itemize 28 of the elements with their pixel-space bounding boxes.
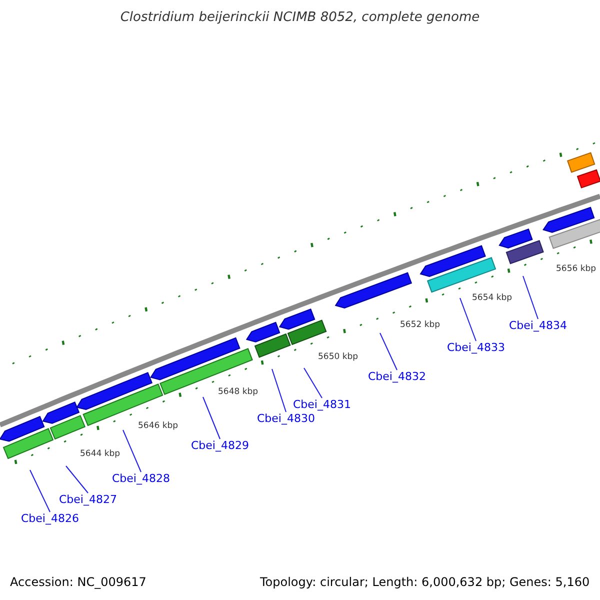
- position-label: 5646 kbp: [138, 422, 178, 430]
- gene-label: Cbei_4832: [368, 371, 426, 382]
- title: Clostridium beijerinckii NCIMB 8052, complete genome: [119, 10, 481, 25]
- leader-line: [272, 368, 286, 412]
- leader-line: [202, 396, 220, 440]
- leader-line: [522, 276, 538, 320]
- footer-text: Topology: circular; Length: 6,000,632 bp; Genes: 5,160: [260, 576, 590, 588]
- gene-label: Cbei_4833: [447, 342, 505, 353]
- position-label: 5652 kbp: [400, 320, 440, 329]
- gene-label: Cbei_4826: [21, 513, 79, 524]
- position-label: 5650 kbp: [318, 352, 358, 361]
- leader-line: [30, 470, 50, 512]
- leader-line: [380, 332, 398, 370]
- position-label: 5648 kbp: [218, 388, 258, 396]
- leader-line: [66, 466, 88, 494]
- gene-label: Cbei_4827: [59, 494, 117, 505]
- leader-line: [460, 298, 476, 342]
- leader-line: [304, 368, 322, 398]
- gene-label: Cbei_4831: [293, 399, 351, 410]
- position-label: 5654 kbp: [472, 294, 512, 302]
- gene-label: Cbei_4834: [509, 320, 567, 331]
- gene-label: Cbei_4829: [191, 440, 249, 451]
- position-label: 5644 kbp: [80, 450, 120, 458]
- leader-line: [122, 430, 142, 472]
- gene-label: Cbei_4828: [112, 473, 170, 484]
- footer-text: Accession: NC_009617: [10, 576, 146, 588]
- position-label: 5656 kbp: [556, 264, 596, 273]
- gene-label: Cbei_4830: [257, 413, 315, 424]
